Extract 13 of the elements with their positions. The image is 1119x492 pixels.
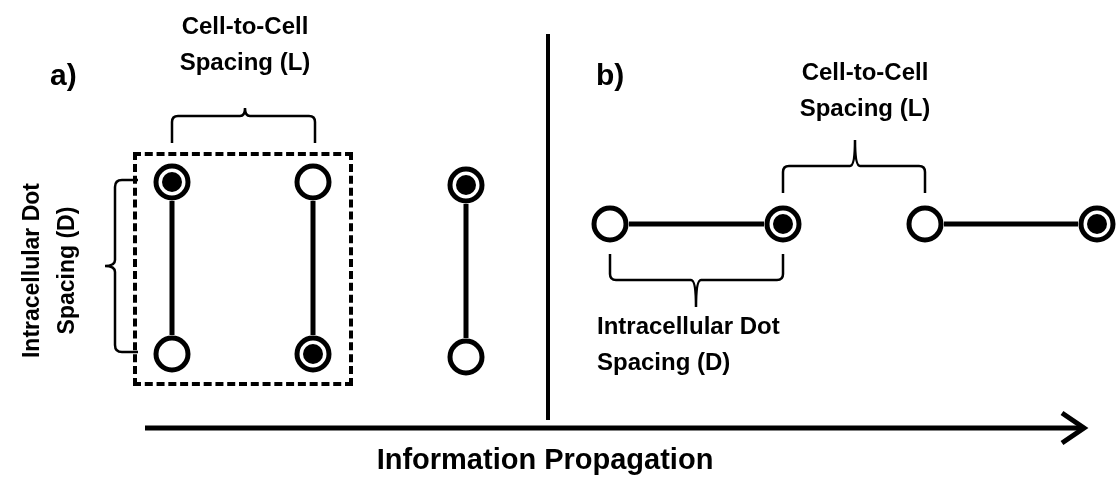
label-text: b) bbox=[596, 57, 626, 93]
connector-line bbox=[944, 221, 1078, 227]
connector-line bbox=[629, 221, 764, 227]
label-text: Information Propagation bbox=[375, 442, 715, 477]
label-text: Cell-to-Cell Spacing (L) bbox=[798, 57, 932, 123]
label-text: Cell-to-Cell Spacing (L) bbox=[178, 11, 312, 77]
label-text: Intracellular Dot Spacing (D) bbox=[16, 181, 80, 361]
dashed-cell-box bbox=[133, 152, 353, 386]
label-text: Intracellular Dot Spacing (D) bbox=[597, 311, 781, 377]
connector-line bbox=[169, 201, 175, 335]
connector-line bbox=[310, 201, 316, 335]
connector-line bbox=[463, 204, 469, 338]
label-text: a) bbox=[50, 57, 78, 93]
